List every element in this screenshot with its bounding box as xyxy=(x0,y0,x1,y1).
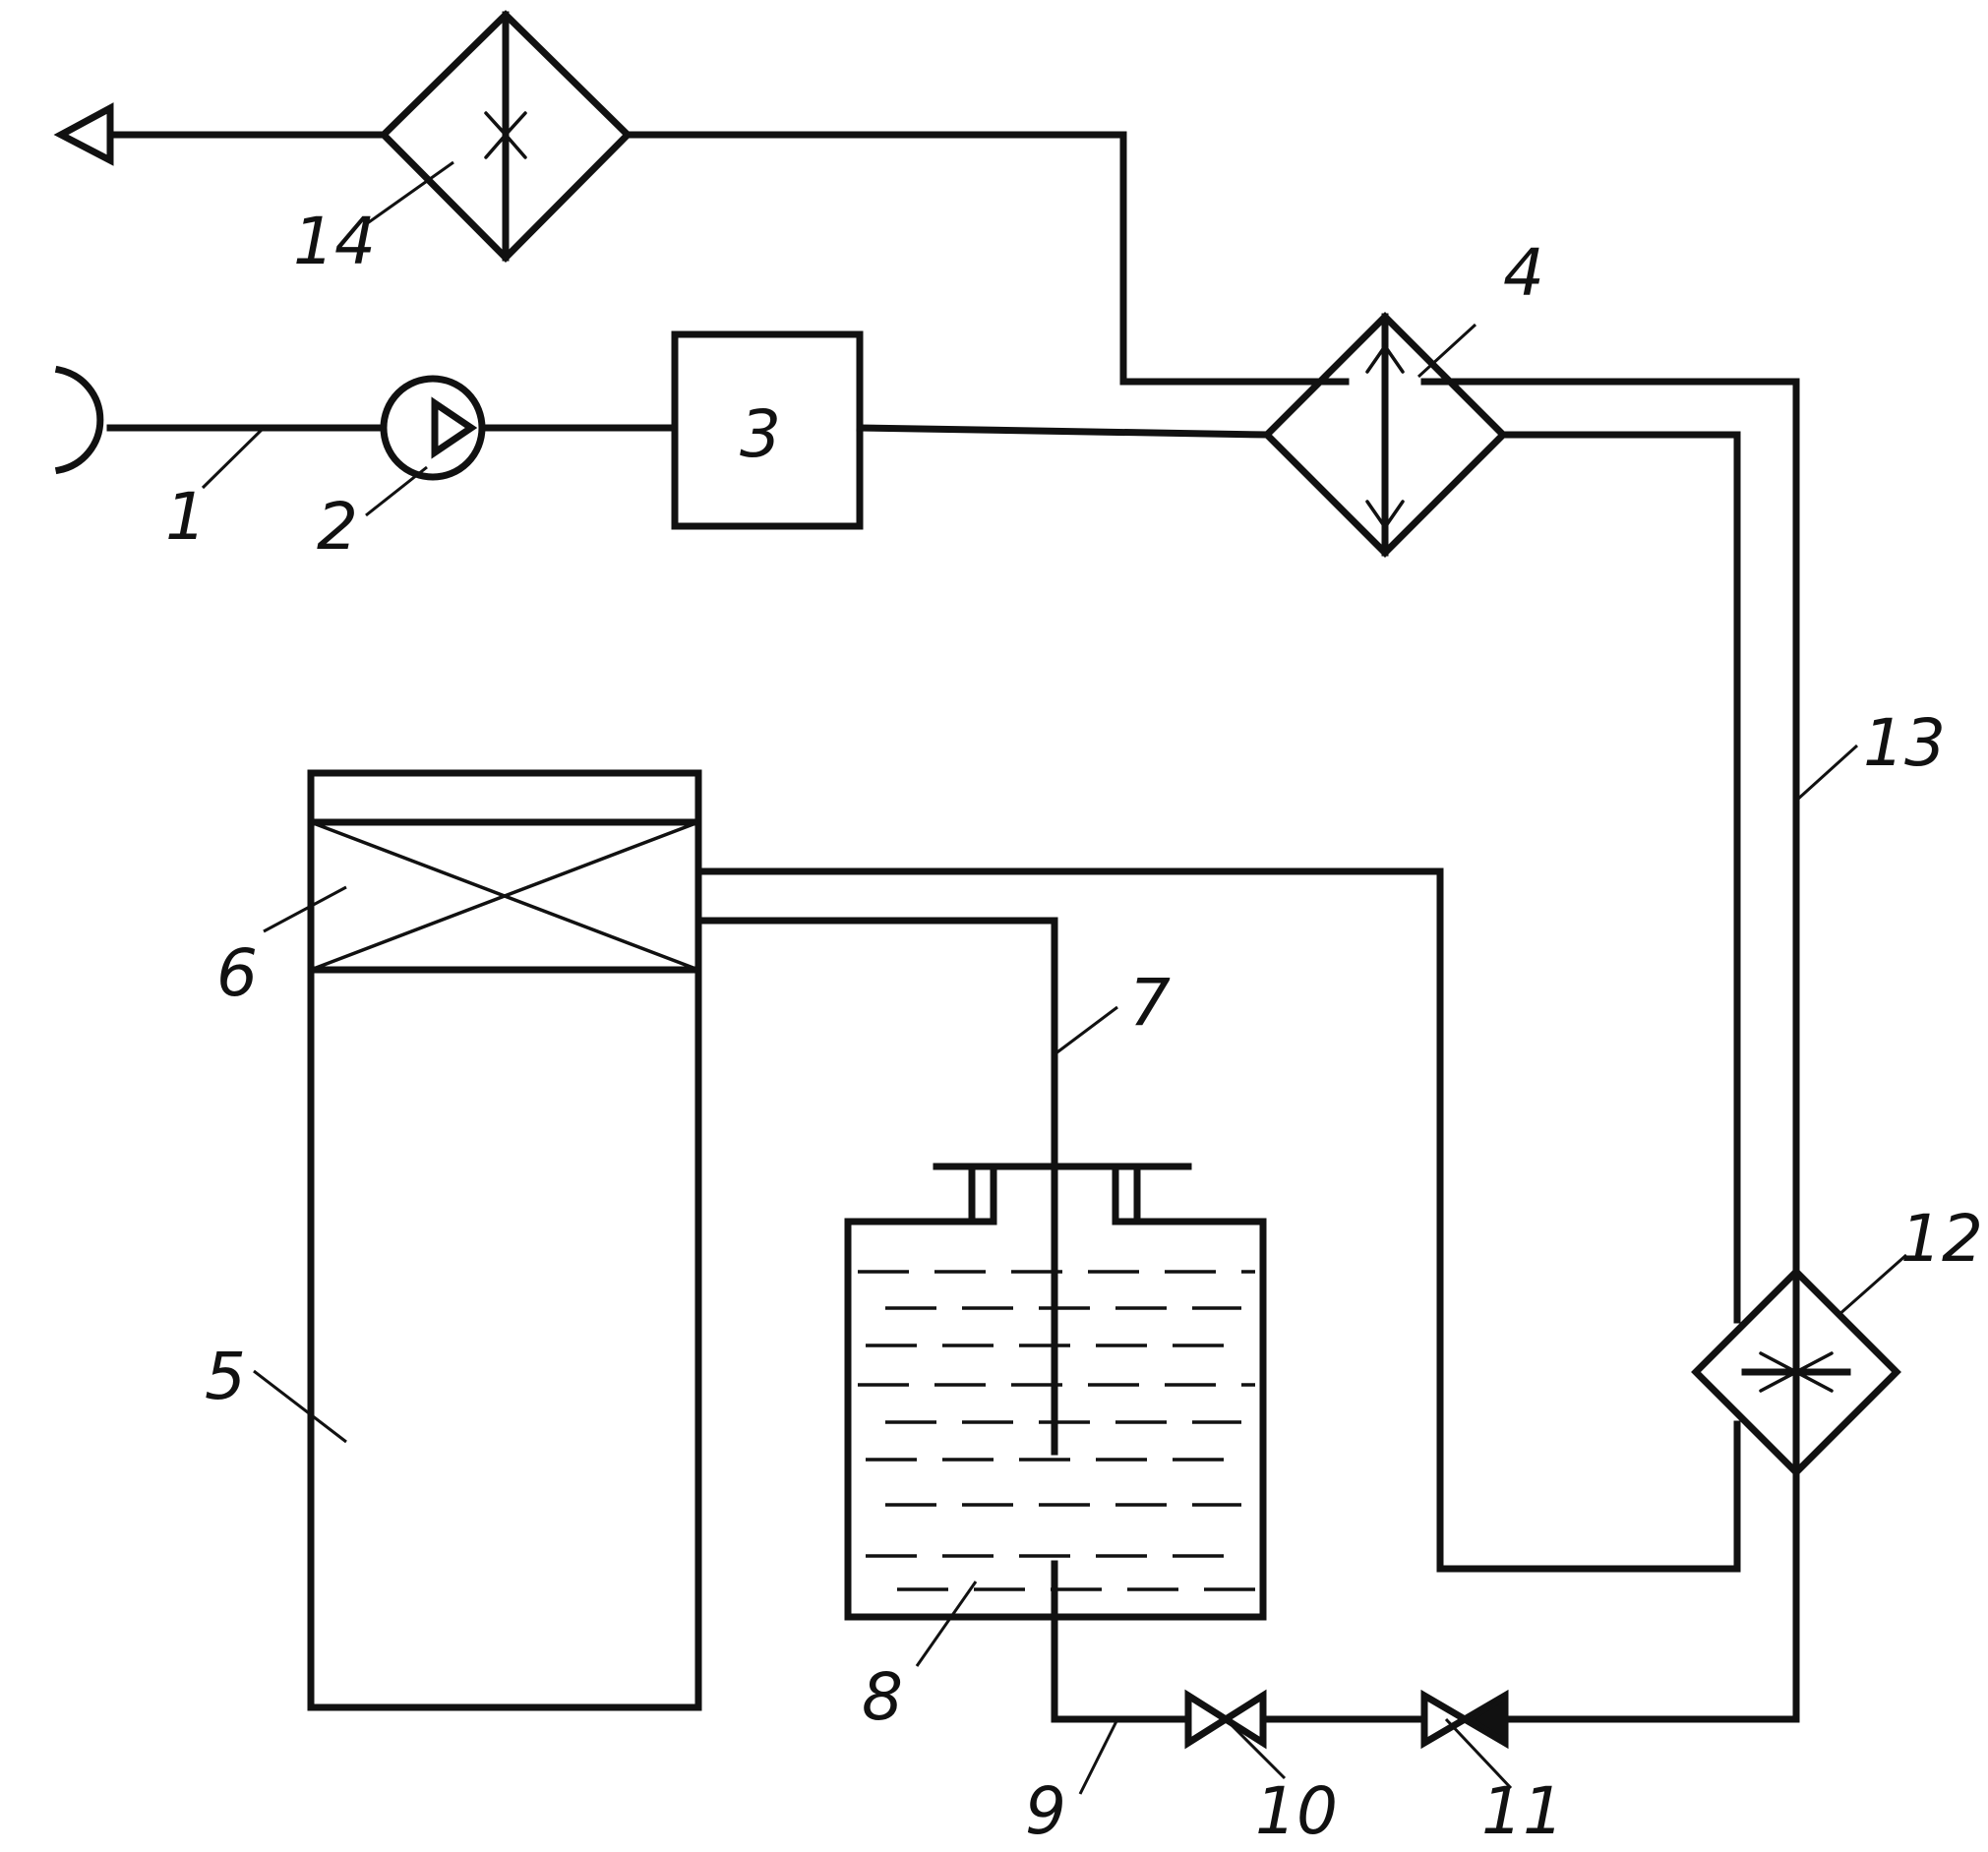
heat-exchanger-4 xyxy=(1267,317,1503,553)
label-6: 6 xyxy=(216,935,258,1011)
label-1: 1 xyxy=(165,479,207,555)
label-10: 10 xyxy=(1255,1773,1338,1849)
label-11: 11 xyxy=(1481,1773,1564,1849)
label-13: 13 xyxy=(1863,705,1946,781)
column-5 xyxy=(254,773,698,1707)
packing-6 xyxy=(264,822,698,970)
pipe-7 xyxy=(698,921,1117,1452)
line-13 xyxy=(110,135,1857,1272)
outlet-arrow-icon xyxy=(61,108,110,160)
label-12: 12 xyxy=(1900,1201,1983,1277)
line-1 xyxy=(110,428,1267,488)
label-3: 3 xyxy=(740,396,781,472)
label-9: 9 xyxy=(1025,1773,1066,1849)
label-4: 4 xyxy=(1503,235,1544,311)
label-14: 14 xyxy=(293,204,376,279)
return-line xyxy=(698,435,1737,1569)
pump-2 xyxy=(366,379,482,515)
inlet-cup-icon xyxy=(59,370,100,470)
heat-exchanger-14 xyxy=(366,15,628,258)
label-5: 5 xyxy=(205,1339,246,1414)
label-2: 2 xyxy=(317,489,358,565)
label-7: 7 xyxy=(1129,965,1171,1041)
label-8: 8 xyxy=(862,1659,903,1735)
heat-exchanger-12 xyxy=(1696,1255,1906,1472)
valve-10 xyxy=(1188,1696,1285,1778)
